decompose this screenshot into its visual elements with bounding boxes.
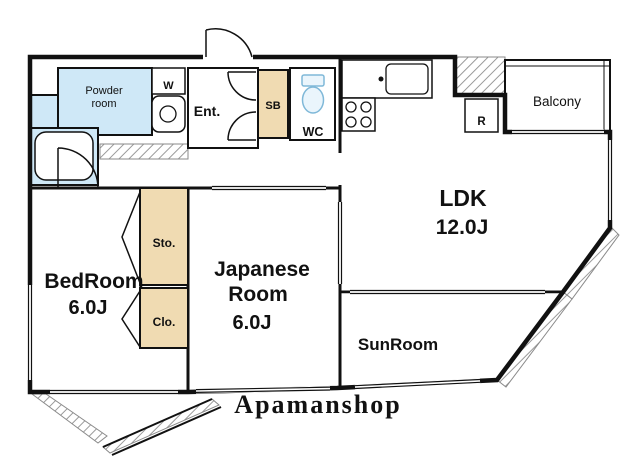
pillar-hatch-top-right [454, 56, 506, 96]
toilet-icon [301, 74, 325, 114]
ldk-label: LDK [439, 185, 487, 211]
powder-room-label: Powder [85, 85, 123, 97]
bath-anteroom [29, 94, 59, 129]
toilet-tank-icon [301, 74, 325, 87]
window-bedroom-left [27, 285, 33, 380]
walkway-hatch [102, 398, 220, 454]
japanese-room-label: Room [228, 283, 288, 306]
edge-hatch-bottom-left [30, 393, 108, 444]
window-line [354, 381, 481, 390]
storage-closet [139, 187, 189, 286]
wc-label: WC [303, 125, 324, 139]
fixtures [34, 59, 499, 181]
toilet-bowl-icon [301, 86, 325, 114]
walkway [102, 398, 222, 456]
entrance-label: Ent. [194, 103, 220, 119]
window-gap [354, 378, 481, 390]
stove-burner-icon [345, 101, 357, 113]
closet [139, 287, 189, 349]
shoe-box [257, 69, 289, 139]
shoebox-door-lower-swing [227, 111, 257, 141]
closet-label: Clo. [153, 315, 176, 329]
window-bedroom-bottom [50, 389, 178, 395]
ldk-size-label: 12.0J [436, 216, 489, 239]
refrigerator-label: R [477, 116, 486, 128]
labels: Powder room W Ent. SB WC Balcony R LDK 1… [44, 80, 581, 354]
kitchen-faucet-icon [378, 76, 384, 82]
doors [57, 28, 257, 348]
bathtub-icon [34, 131, 94, 181]
storage-label: Sto. [153, 236, 176, 250]
window-gap [195, 386, 331, 394]
japanese-room-size-label: 6.0J [233, 312, 272, 334]
japanese-room-label: Japanese [214, 258, 310, 281]
sunroom-label: SunRoom [358, 335, 438, 354]
window-line [354, 378, 481, 387]
sliding-door-japanese-ldk [337, 202, 343, 284]
stove-icon [341, 97, 376, 132]
sliding-door-japanese-top [212, 185, 326, 191]
powder-room-label: room [91, 98, 116, 110]
entrance-hall [187, 67, 259, 149]
balcony [504, 59, 611, 133]
washbasin-bowl-icon [159, 105, 177, 123]
windows [27, 129, 613, 395]
entry-door-swing [205, 28, 253, 58]
window-ldk-right [607, 140, 613, 220]
window-sunroom-bottom [354, 378, 481, 390]
window-sunroom-top [350, 289, 545, 295]
shoebox-door-upper-swing [227, 71, 257, 101]
stove-burner-icon [345, 116, 357, 128]
washbasin-icon [151, 95, 186, 133]
stove-burner-icon [360, 116, 372, 128]
balcony-label: Balcony [533, 94, 581, 109]
walkway-line [111, 406, 222, 456]
refrigerator-box [464, 98, 499, 133]
storage-bifold-door [121, 191, 141, 284]
bedroom-label: BedRoom [44, 270, 143, 293]
bedroom-door-swing [57, 147, 99, 189]
step-hatch-corridor [99, 143, 189, 160]
walkway-line [102, 398, 213, 448]
shoe-box-label: SB [265, 100, 280, 112]
window-line [195, 386, 331, 391]
brand-logo: Apamanshop [234, 390, 401, 419]
washer-space-box [151, 67, 186, 95]
bedroom-size-label: 6.0J [69, 297, 108, 319]
washer-space-label: W [163, 80, 174, 92]
window-line [195, 389, 331, 393]
window-japanese-bottom [195, 386, 331, 394]
window-ldk-balcony [512, 129, 604, 135]
kitchen-sink-icon [385, 63, 429, 95]
stove-burner-icon [360, 101, 372, 113]
closet-bifold-door [121, 290, 141, 348]
